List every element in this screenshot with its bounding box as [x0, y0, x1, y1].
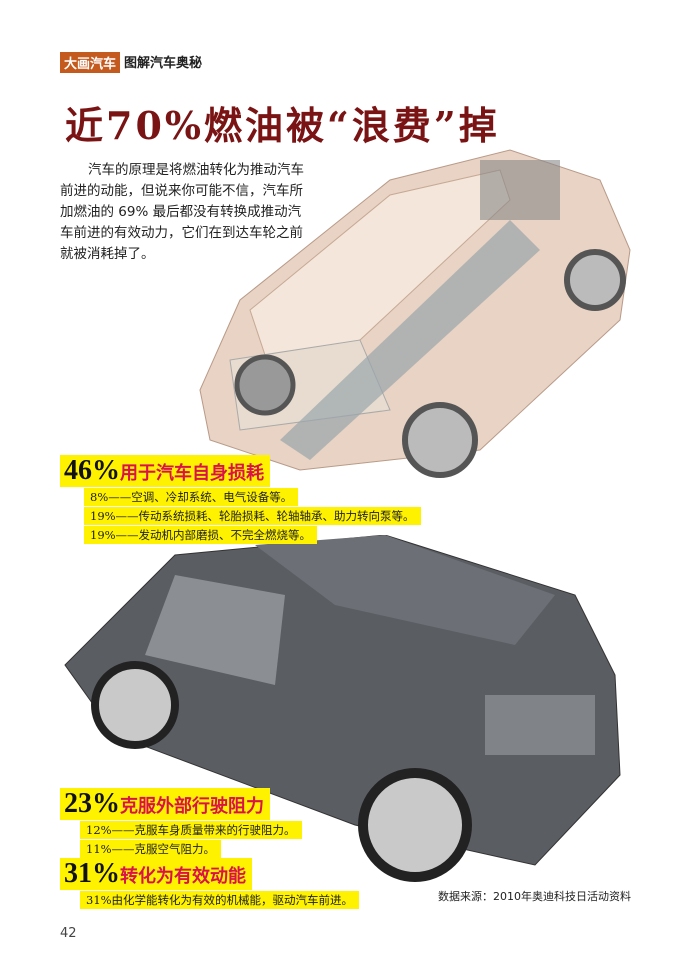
block-label: 克服外部行驶阻力: [120, 796, 264, 817]
section-title: 图解汽车奥秘: [124, 56, 203, 71]
column-tag: 大画汽车: [60, 52, 121, 73]
block-percent: 31%: [64, 858, 120, 889]
block-percent: 23%: [64, 788, 120, 819]
loss-block-resistance: 23%克服外部行驶阻力 12%——克服车身质量带来的行驶阻力。 11%——克服空…: [60, 788, 302, 858]
loss-item: 11%——克服空气阻力。: [80, 840, 222, 858]
intro-paragraph: 汽车的原理是将燃油转化为推动汽车前进的动能，但说来你可能不信，汽车所加燃油的 6…: [60, 162, 304, 262]
loss-item: 19%——传动系统损耗、轮胎损耗、轮轴轴承、助力转向泵等。: [84, 507, 421, 525]
loss-block-self: 46%用于汽车自身损耗 8%——空调、冷却系统、电气设备等。 19%——传动系统…: [60, 455, 421, 544]
page-title: 近70%燃油被“浪费”掉: [65, 103, 500, 148]
suv-cutaway-illustration-top: [199, 149, 631, 478]
loss-item: 8%——空调、冷却系统、电气设备等。: [84, 488, 299, 506]
suv-cutaway-illustration-bottom: [64, 535, 621, 882]
effective-item: 31%由化学能转化为有效的机械能，驱动汽车前进。: [80, 891, 360, 909]
effective-block: 31%转化为有效动能 31%由化学能转化为有效的机械能，驱动汽车前进。: [60, 858, 360, 909]
loss-item: 12%——克服车身质量带来的行驶阻力。: [80, 821, 302, 839]
loss-item: 19%——发动机内部磨损、不完全燃烧等。: [84, 526, 318, 544]
block-percent: 46%: [64, 455, 120, 486]
page-number: 42: [60, 926, 77, 941]
data-source: 数据来源：2010年奥迪科技日活动资料: [438, 890, 631, 903]
block-label: 用于汽车自身损耗: [120, 463, 264, 484]
block-label: 转化为有效动能: [120, 866, 246, 887]
